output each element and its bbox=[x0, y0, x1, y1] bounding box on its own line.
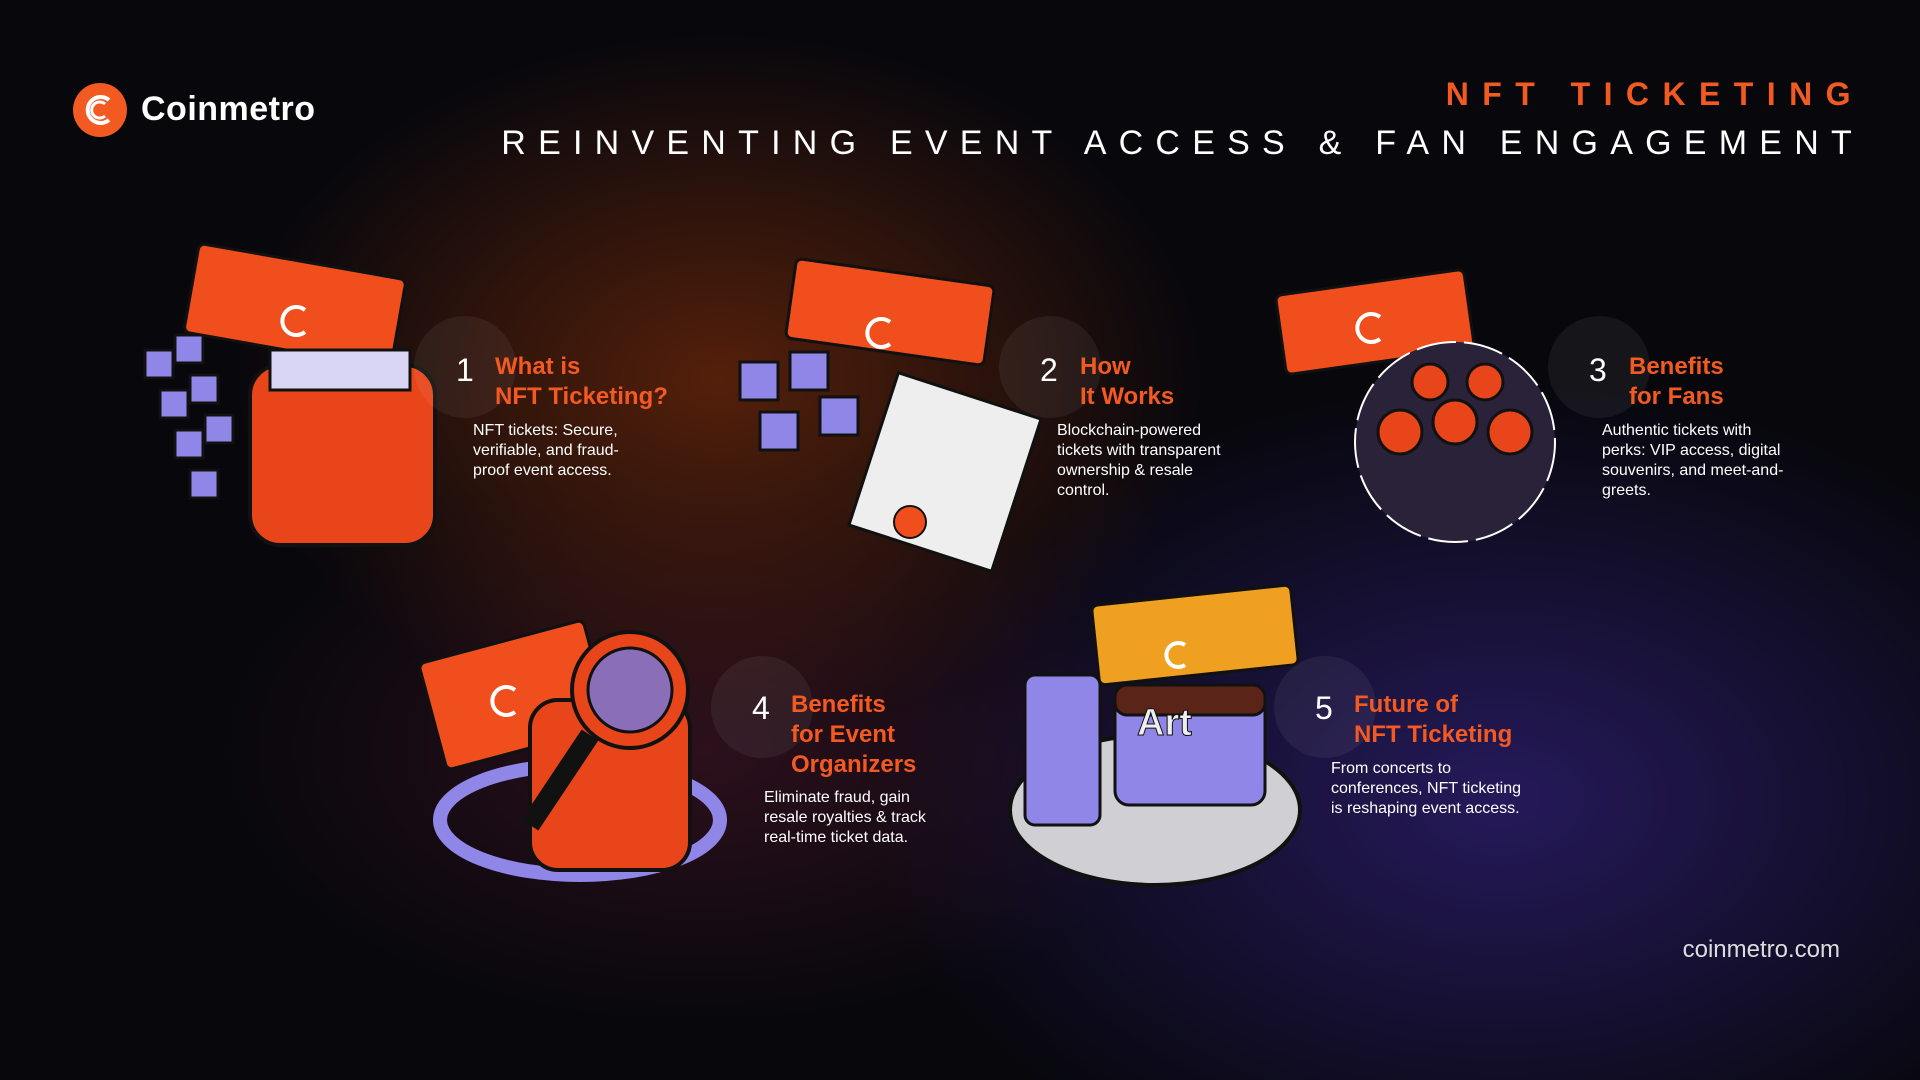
wallet-ticket-icon bbox=[143, 242, 437, 547]
step-number: 4 bbox=[752, 690, 770, 726]
step-number-circle bbox=[711, 656, 813, 758]
step-title: Benefits for Fans bbox=[1629, 353, 1724, 410]
step-description: Authentic tickets with perks: VIP access… bbox=[1602, 422, 1784, 499]
step-title: Future of NFT Ticketing bbox=[1354, 691, 1513, 748]
step-description: Blockchain-powered tickets with transpar… bbox=[1057, 422, 1221, 499]
step-number: 1 bbox=[456, 352, 474, 388]
step-title: Benefits for Event Organizers bbox=[791, 691, 917, 778]
coinmetro-logo-icon bbox=[73, 83, 127, 137]
page-title: NFT TICKETING bbox=[1445, 76, 1864, 112]
crowd-ticket-icon bbox=[1274, 268, 1556, 543]
svg-text:Art: Art bbox=[1137, 702, 1192, 744]
step-title: How It Works bbox=[1080, 353, 1175, 410]
step-number: 5 bbox=[1315, 690, 1333, 726]
step-title: What is NFT Ticketing? bbox=[495, 353, 668, 410]
step-number: 3 bbox=[1589, 352, 1607, 388]
page-subtitle: REINVENTING EVENT ACCESS & FAN ENGAGEMEN… bbox=[501, 124, 1864, 162]
website-link[interactable]: coinmetro.com bbox=[1682, 936, 1840, 963]
step-number-circle bbox=[1274, 656, 1376, 758]
step-number-circle bbox=[1548, 316, 1650, 418]
brand-name: Coinmetro bbox=[141, 90, 316, 128]
art-gallery-ticket-icon: Art bbox=[1008, 583, 1302, 887]
step-description: From concerts to conferences, NFT ticket… bbox=[1331, 760, 1522, 817]
step-description: Eliminate fraud, gain resale royalties &… bbox=[764, 789, 926, 846]
step-number-circle bbox=[999, 316, 1101, 418]
step-number: 2 bbox=[1040, 352, 1058, 388]
step-description: NFT tickets: Secure, verifiable, and fra… bbox=[473, 422, 619, 479]
step-number-circle bbox=[414, 316, 516, 418]
blockchain-certificate-icon bbox=[738, 257, 1043, 574]
magnifier-ticket-icon bbox=[418, 619, 727, 882]
